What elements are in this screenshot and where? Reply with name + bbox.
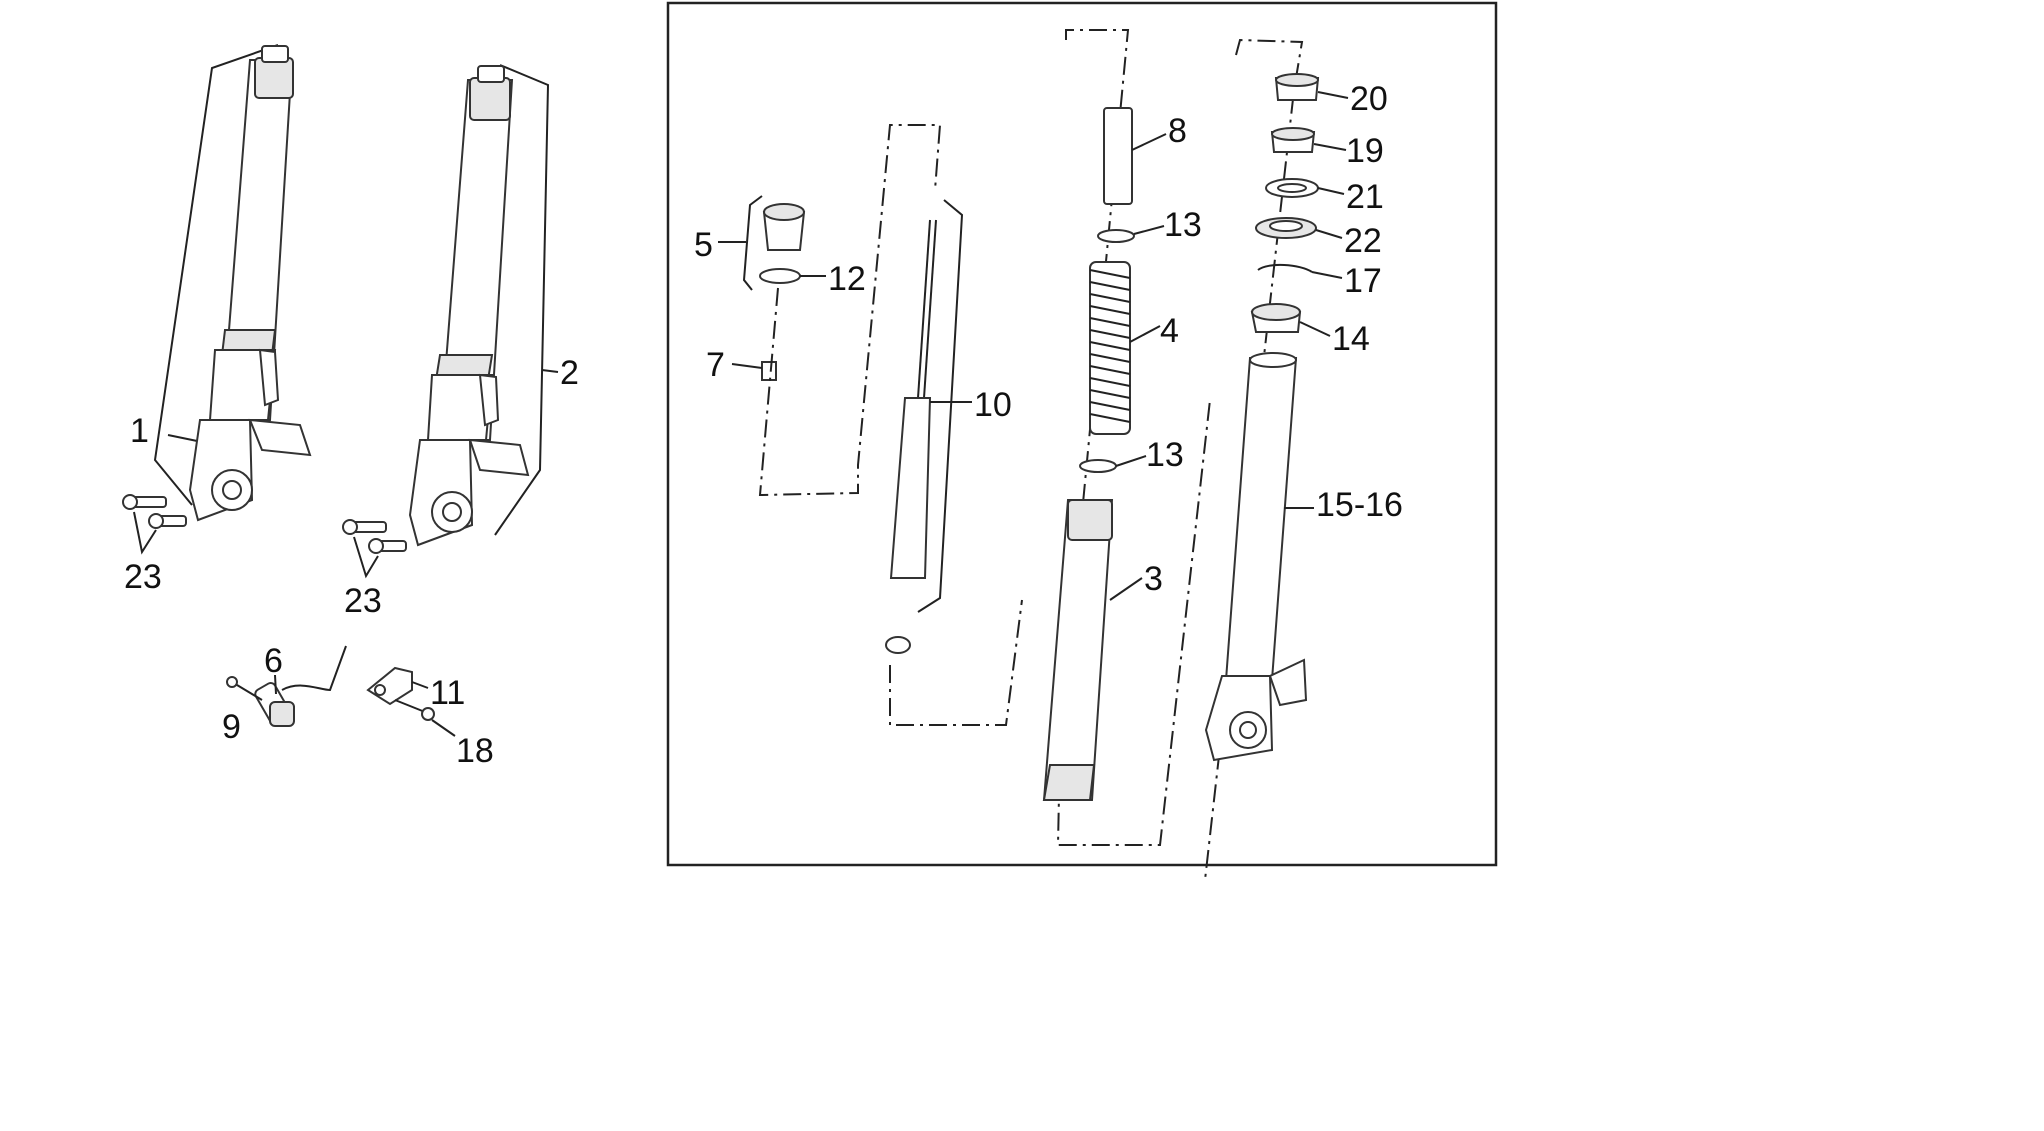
label-part-20: 20 xyxy=(1350,80,1388,118)
outer-tube-column xyxy=(1204,38,1349,881)
label-part-6: 6 xyxy=(264,642,283,680)
label-part-1: 1 xyxy=(130,412,149,450)
fork-leg-right-assembly xyxy=(408,64,559,547)
label-part-3: 3 xyxy=(1144,560,1163,598)
label-part-15-16: 15-16 xyxy=(1316,486,1403,524)
label-part-23-left: 23 xyxy=(124,558,162,596)
label-part-23-right: 23 xyxy=(344,582,382,620)
label-part-17: 17 xyxy=(1344,262,1382,300)
label-part-21: 21 xyxy=(1346,178,1384,216)
spring-column xyxy=(1042,29,1211,846)
label-part-14: 14 xyxy=(1332,320,1370,358)
spring-coils xyxy=(1089,269,1131,423)
label-part-4: 4 xyxy=(1160,312,1179,350)
label-part-7: 7 xyxy=(706,346,725,384)
label-part-5: 5 xyxy=(694,226,713,264)
label-part-11: 11 xyxy=(430,674,465,712)
label-part-12: 12 xyxy=(828,260,866,298)
sensor-group xyxy=(226,645,456,737)
label-part-13-bottom: 13 xyxy=(1146,436,1184,474)
label-part-2: 2 xyxy=(560,354,579,392)
label-part-9: 9 xyxy=(222,708,241,746)
exploded-view-frame xyxy=(666,1,1498,867)
bolts-right xyxy=(342,519,407,579)
label-part-18: 18 xyxy=(456,732,494,770)
label-part-10: 10 xyxy=(974,386,1012,424)
bolts-left xyxy=(122,494,187,555)
cap-group xyxy=(718,124,942,497)
damper-rod xyxy=(885,199,1023,726)
label-part-13-top: 13 xyxy=(1164,206,1202,244)
fork-leg-left-assembly xyxy=(153,44,312,522)
label-part-19: 19 xyxy=(1346,132,1384,170)
label-part-8: 8 xyxy=(1168,112,1187,150)
label-part-22: 22 xyxy=(1344,222,1382,260)
